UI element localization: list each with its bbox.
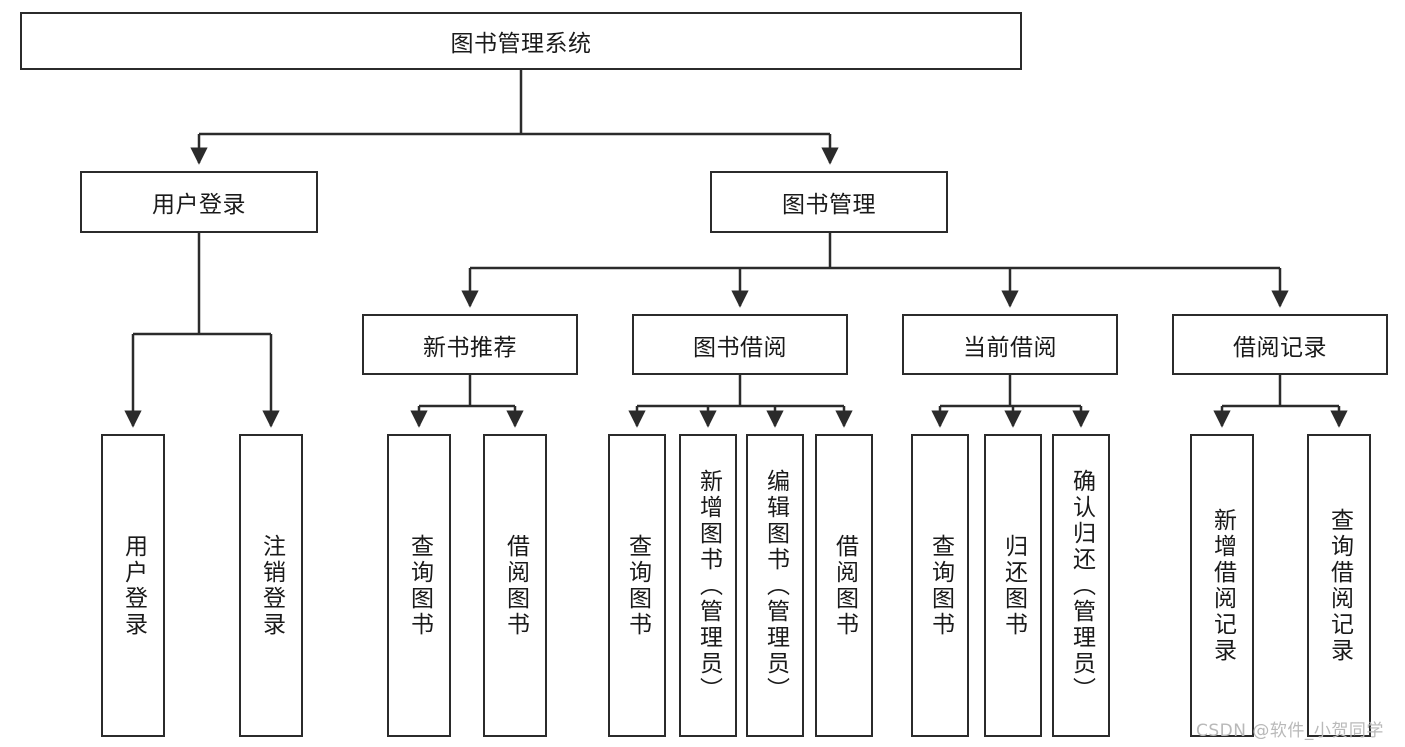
node-leaf-query-record-label: 查询借阅记录 [1326,507,1353,664]
node-book-borrow-label: 图书借阅 [693,334,787,361]
node-leaf-user-login-label: 用户登录 [120,533,147,638]
node-leaf-borrow-book-2-label: 借阅图书 [831,533,858,638]
node-leaf-query-book-3-label: 查询图书 [927,533,954,638]
node-new-book-recommend[interactable]: 新书推荐 [362,314,578,375]
node-leaf-add-book[interactable]: 新增图书（管理员） [679,434,737,737]
node-leaf-add-record[interactable]: 新增借阅记录 [1190,434,1254,737]
node-new-book-recommend-label: 新书推荐 [423,334,517,361]
node-leaf-query-record[interactable]: 查询借阅记录 [1307,434,1371,737]
node-root[interactable]: 图书管理系统 [20,12,1022,70]
csdn-watermark: CSDN @软件_小贺同学 [1196,721,1384,741]
node-leaf-borrow-book-2[interactable]: 借阅图书 [815,434,873,737]
node-borrow-record-label: 借阅记录 [1233,334,1327,361]
node-leaf-return-book[interactable]: 归还图书 [984,434,1042,737]
node-leaf-query-book-2-label: 查询图书 [624,533,651,638]
node-leaf-add-record-label: 新增借阅记录 [1209,507,1236,664]
node-borrow-record[interactable]: 借阅记录 [1172,314,1388,375]
node-leaf-edit-book-label: 编辑图书（管理员） [762,468,789,703]
node-leaf-add-book-label: 新增图书（管理员） [695,468,722,703]
node-leaf-return-book-label: 归还图书 [1000,533,1027,638]
node-current-borrow-label: 当前借阅 [963,334,1057,361]
node-user-login[interactable]: 用户登录 [80,171,318,233]
node-leaf-user-logout[interactable]: 注销登录 [239,434,303,737]
node-leaf-edit-book[interactable]: 编辑图书（管理员） [746,434,804,737]
node-leaf-query-book-3[interactable]: 查询图书 [911,434,969,737]
node-root-label: 图书管理系统 [450,31,592,57]
node-leaf-borrow-book-1-label: 借阅图书 [502,533,529,638]
node-leaf-user-login[interactable]: 用户登录 [101,434,165,737]
node-current-borrow[interactable]: 当前借阅 [902,314,1118,375]
node-leaf-query-book-2[interactable]: 查询图书 [608,434,666,737]
node-leaf-confirm-return-label: 确认归还（管理员） [1068,468,1095,703]
node-book-manage-label: 图书管理 [782,192,876,218]
node-leaf-borrow-book-1[interactable]: 借阅图书 [483,434,547,737]
node-book-manage[interactable]: 图书管理 [710,171,948,233]
node-leaf-confirm-return[interactable]: 确认归还（管理员） [1052,434,1110,737]
node-user-login-label: 用户登录 [152,192,246,218]
node-book-borrow[interactable]: 图书借阅 [632,314,848,375]
node-leaf-query-book-1-label: 查询图书 [406,533,433,638]
node-leaf-query-book-1[interactable]: 查询图书 [387,434,451,737]
node-leaf-user-logout-label: 注销登录 [258,533,285,638]
